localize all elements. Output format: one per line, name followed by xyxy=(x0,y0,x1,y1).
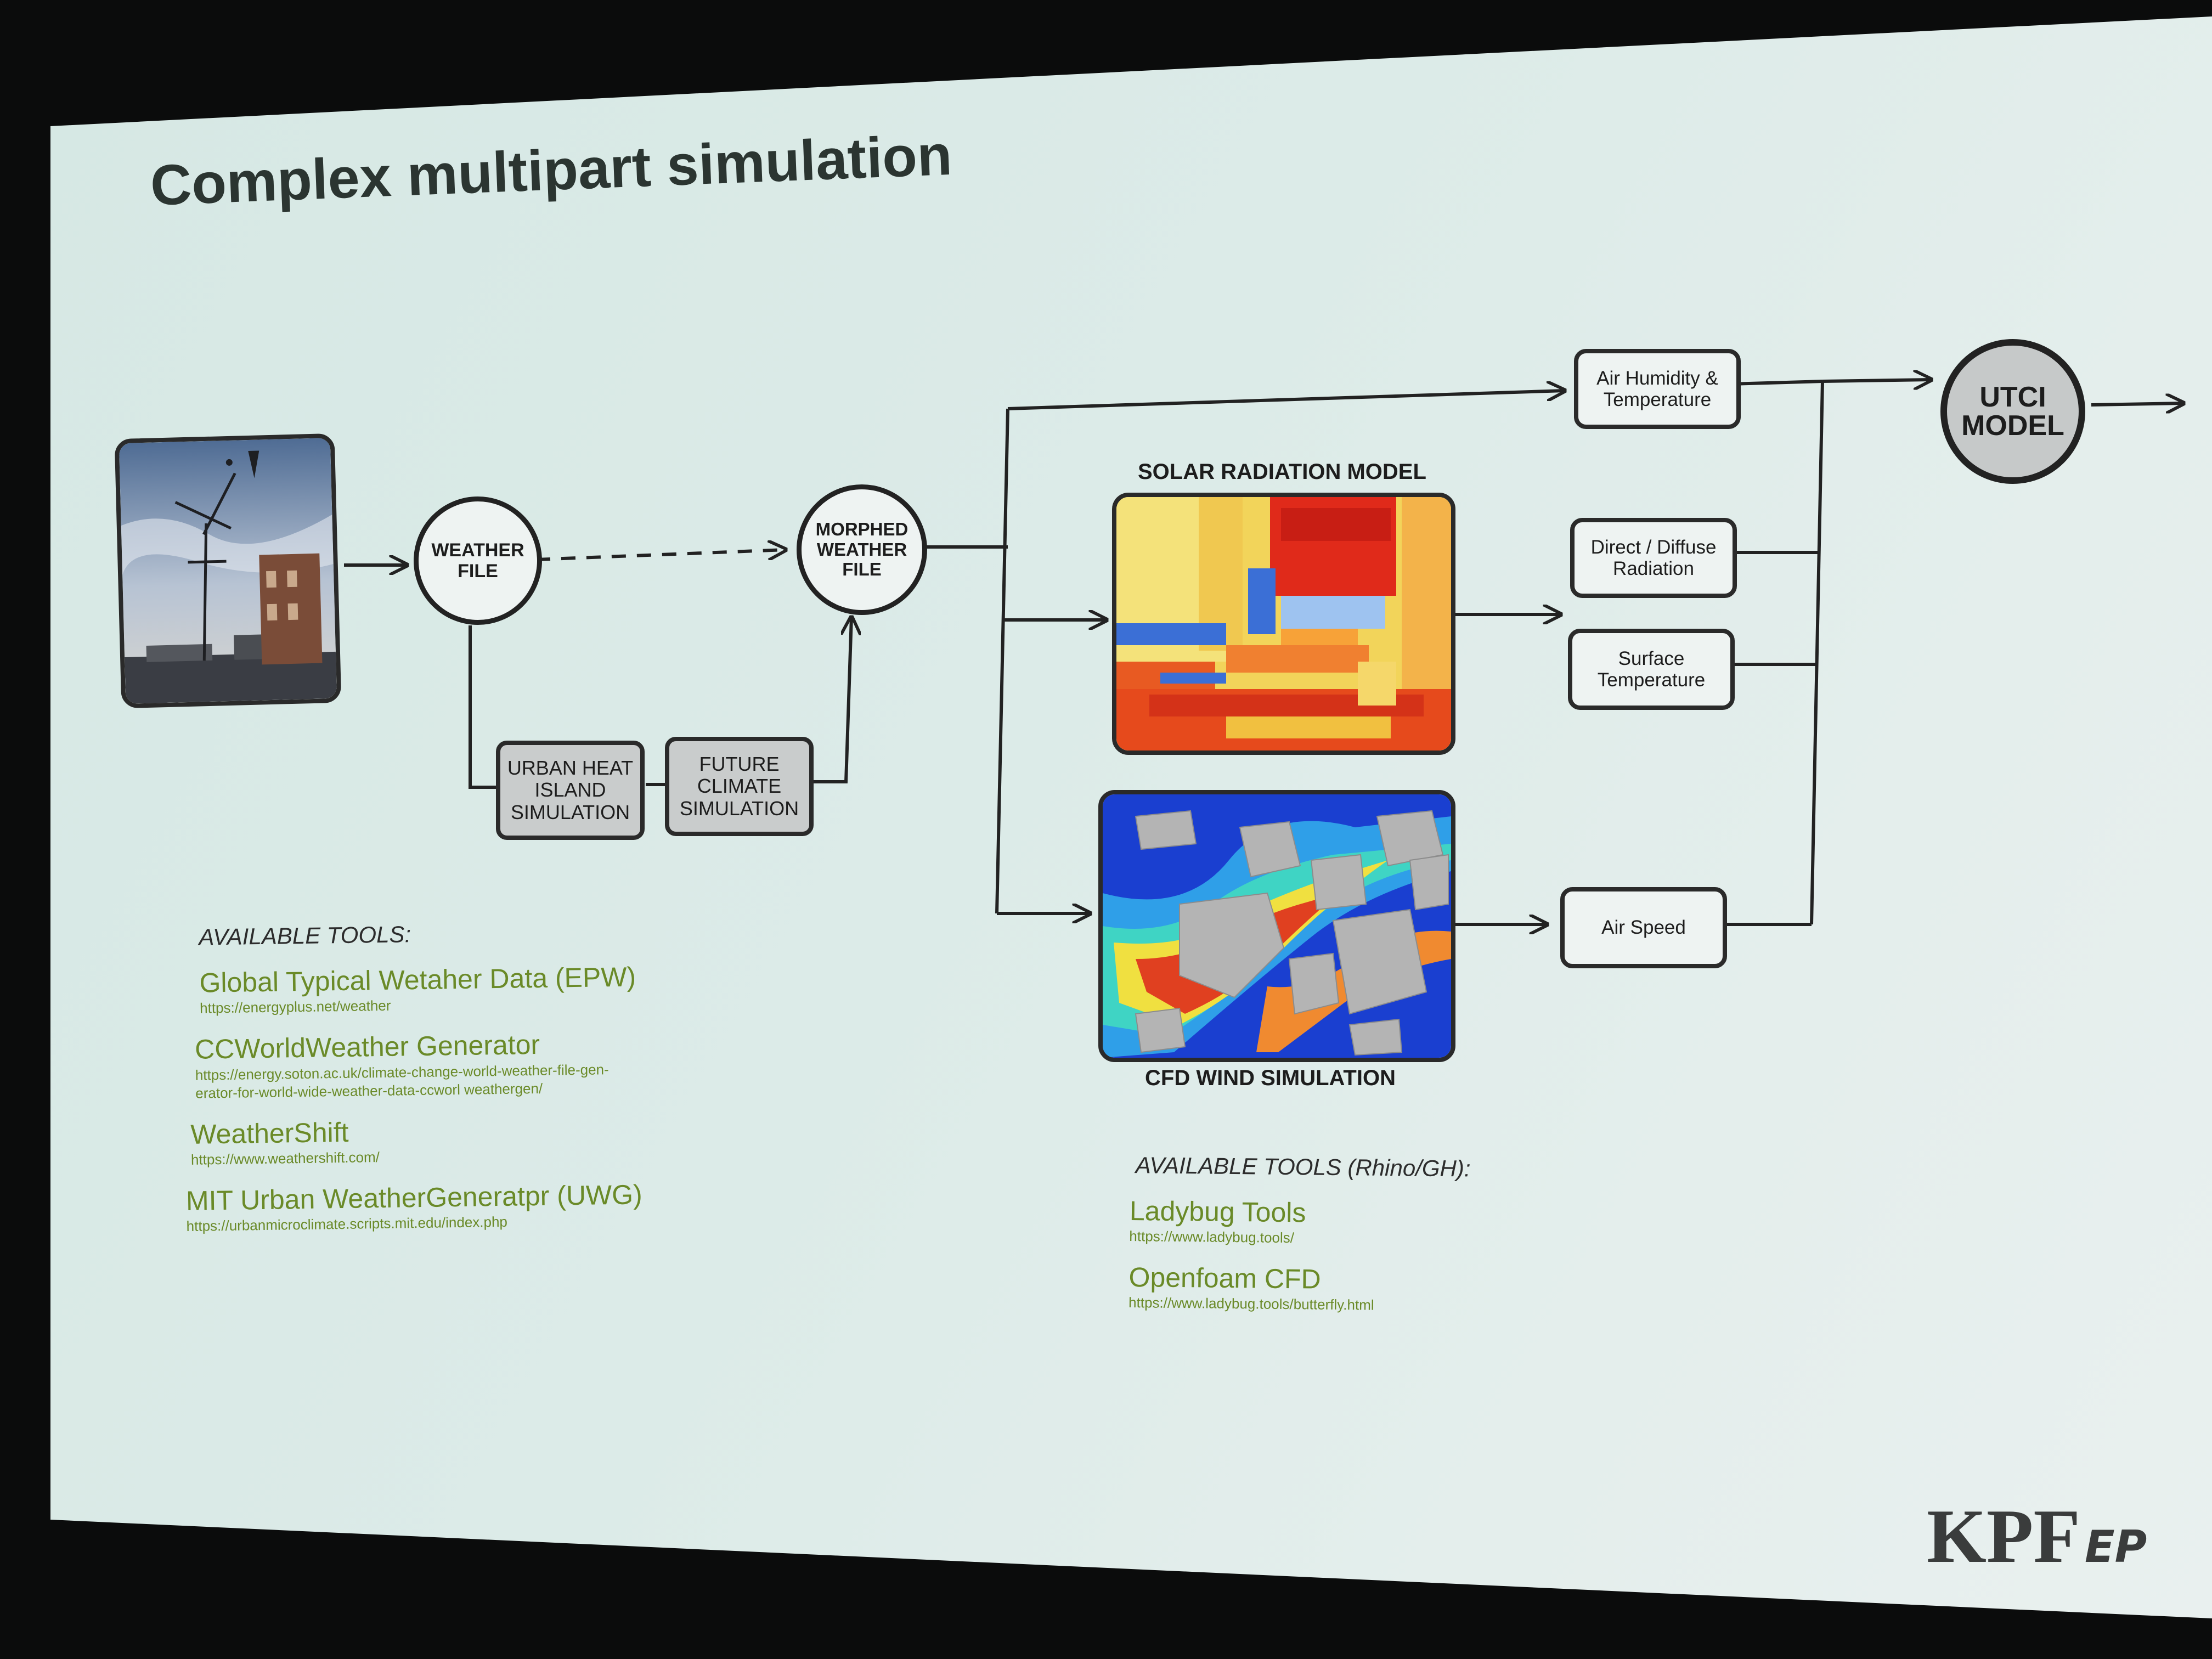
solar-radiation-image xyxy=(1112,493,1455,755)
tool-epw[interactable]: Global Typical Wetaher Data (EPW) https:… xyxy=(199,961,640,1017)
to-utci-arrow xyxy=(1822,380,1931,381)
air-humidity-out-line xyxy=(1730,380,1823,386)
tools-heading-right: AVAILABLE TOOLS (Rhino/GH): xyxy=(1135,1152,1471,1182)
utci-model-node: UTCI MODEL xyxy=(1940,339,2085,484)
tool-name[interactable]: MIT Urban WeatherGeneratpr (UWG) xyxy=(185,1179,643,1216)
tool-url[interactable]: https://www.ladybug.tools/ xyxy=(1129,1227,1295,1246)
tool-ladybug[interactable]: Ladybug Tools https://www.ladybug.tools/ xyxy=(1129,1195,1470,1248)
tools-heading-left: AVAILABLE TOOLS: xyxy=(198,921,411,950)
air-speed-box: Air Speed xyxy=(1560,887,1727,968)
connector-layer xyxy=(344,0,2212,1618)
weather-to-morphed-dashed-arrow xyxy=(535,550,786,561)
urban-heat-island-box: URBAN HEAT ISLAND SIMULATION xyxy=(496,741,645,840)
tool-name[interactable]: Ladybug Tools xyxy=(1129,1195,1306,1228)
tool-weathershift[interactable]: WeatherShift https://www.weathershift.co… xyxy=(190,1112,642,1168)
weather-to-uhi-line xyxy=(469,625,497,789)
tool-ccworldweather[interactable]: CCWorldWeather Generator https://energy.… xyxy=(195,1027,641,1102)
tool-url[interactable]: https://energy.soton.ac.uk/climate-chang… xyxy=(195,1061,609,1102)
weather-station-photo xyxy=(114,433,342,709)
tool-name[interactable]: CCWorldWeather Generator xyxy=(194,1029,540,1065)
logo-suffix: EP xyxy=(2084,1521,2147,1572)
solar-radiation-caption: SOLAR RADIATION MODEL xyxy=(1138,460,1426,484)
collector-line xyxy=(1810,381,1824,925)
morphed-weather-file-node: MORPHED WEATHER FILE xyxy=(797,484,927,615)
air-humidity-temperature-box: Air Humidity & Temperature xyxy=(1574,349,1741,429)
tool-name[interactable]: Openfoam CFD xyxy=(1128,1261,1322,1295)
tool-name[interactable]: WeatherShift xyxy=(190,1116,349,1150)
tool-name[interactable]: Global Typical Wetaher Data (EPW) xyxy=(199,961,636,998)
weather-file-node: WEATHER FILE xyxy=(414,496,542,625)
future-climate-box: FUTURE CLIMATE SIMULATION xyxy=(665,737,814,836)
tool-openfoam[interactable]: Openfoam CFD https://www.ladybug.tools/b… xyxy=(1128,1261,1470,1314)
cfd-wind-caption: CFD WIND SIMULATION xyxy=(1145,1066,1396,1090)
cfd-wind-image xyxy=(1098,790,1455,1062)
utci-out-arrow xyxy=(2091,403,2183,405)
trunk-line xyxy=(995,408,1009,914)
presentation-slide: Complex multipart simulation xyxy=(50,0,2212,1618)
available-tools-right: AVAILABLE TOOLS (Rhino/GH): Ladybug Tool… xyxy=(1128,1152,1471,1314)
direct-diffuse-radiation-box: Direct / Diffuse Radiation xyxy=(1570,518,1737,598)
logo-main: KPF xyxy=(1927,1494,2080,1579)
tool-uwg[interactable]: MIT Urban WeatherGeneratpr (UWG) https:/… xyxy=(186,1178,643,1235)
surface-temperature-box: Surface Temperature xyxy=(1568,629,1735,710)
future-to-morphed-arrow xyxy=(810,617,851,783)
to-air-humidity-arrow xyxy=(1007,391,1565,410)
available-tools-left: AVAILABLE TOOLS: Global Typical Wetaher … xyxy=(182,918,643,1235)
tool-url[interactable]: https://www.ladybug.tools/butterfly.html xyxy=(1128,1294,1374,1313)
